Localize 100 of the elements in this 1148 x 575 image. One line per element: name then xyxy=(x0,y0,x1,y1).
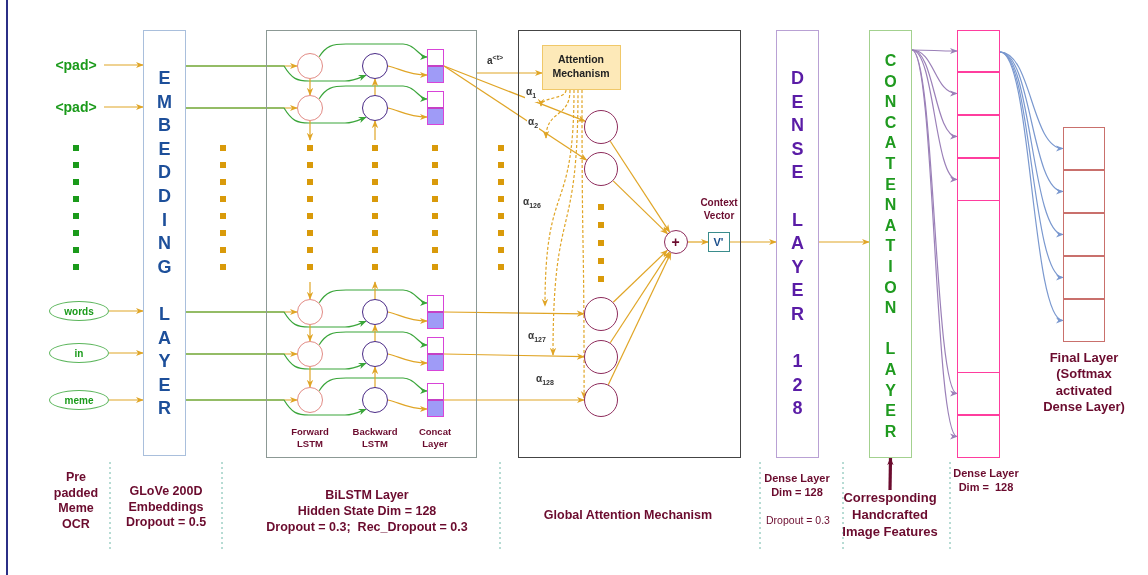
arrow xyxy=(306,324,314,342)
neuron-cell xyxy=(956,71,1000,115)
group-box xyxy=(266,30,477,458)
arrow xyxy=(306,78,314,96)
layer-column xyxy=(957,30,1000,458)
neuron-circle xyxy=(583,151,618,186)
layer-box xyxy=(143,30,186,456)
arrow xyxy=(818,238,870,246)
caption-text: GLoVe 200D Embeddings Dropout = 0.5 xyxy=(124,484,208,531)
arrow xyxy=(612,249,668,303)
arrow xyxy=(185,399,367,416)
arrow xyxy=(612,180,668,235)
neuron-circle xyxy=(583,339,618,374)
concat-cell xyxy=(426,382,444,417)
arrow xyxy=(549,89,579,356)
neuron-cell xyxy=(1062,169,1105,213)
group-box xyxy=(518,30,741,458)
lstm-cell-circle xyxy=(361,386,388,413)
arrow xyxy=(443,65,588,161)
arrow xyxy=(318,85,428,102)
arrow xyxy=(185,353,367,370)
caption-text: Dense Layer Dim = 128 xyxy=(763,472,831,500)
caption-text: Dense Layer Dim = 128 xyxy=(952,467,1020,495)
arrow xyxy=(306,281,314,300)
concat-cell xyxy=(426,294,444,329)
arrow xyxy=(539,89,567,107)
arrow xyxy=(443,310,585,317)
arrow xyxy=(371,120,379,141)
arrow xyxy=(371,281,379,300)
lstm-cell-circle xyxy=(361,340,388,367)
column-label: Forward LSTM xyxy=(290,426,330,450)
arrow xyxy=(387,65,428,78)
arrow xyxy=(103,103,144,111)
feature-text: Corresponding Handcrafted Image Features xyxy=(834,490,946,542)
column-label: Backward LSTM xyxy=(351,426,399,450)
arrow xyxy=(371,78,379,96)
edge-label: α$_{1}$ xyxy=(525,86,538,102)
token-text: <pad> xyxy=(48,56,104,74)
lstm-cell-circle xyxy=(361,94,388,121)
token-ellipse: words xyxy=(49,301,109,321)
arrow xyxy=(443,65,586,122)
node-caption: Final Layer (Softmax activated Dense Layer) xyxy=(1042,350,1126,415)
neuron-cell xyxy=(1062,212,1105,256)
lstm-cell-circle xyxy=(296,298,323,325)
arrow xyxy=(103,61,144,69)
arrow xyxy=(387,399,428,412)
arrow xyxy=(687,238,709,246)
arrow xyxy=(541,89,575,307)
arrow xyxy=(185,311,367,328)
arrow xyxy=(543,89,571,139)
vector-box: V' xyxy=(707,231,730,252)
arrow xyxy=(609,251,671,344)
arrow xyxy=(609,140,671,233)
token-ellipse: meme xyxy=(49,390,109,410)
arrow xyxy=(387,311,428,324)
neuron-circle xyxy=(583,382,618,417)
caption-text: Pre padded Meme OCR xyxy=(52,470,100,533)
arrow xyxy=(911,49,958,181)
layer-column xyxy=(1063,127,1105,342)
arrow xyxy=(318,289,428,306)
arrow xyxy=(318,331,428,348)
concat-cell xyxy=(426,336,444,371)
neuron-cell xyxy=(956,114,1000,158)
arrow xyxy=(999,51,1064,279)
neuron-cell xyxy=(956,371,1000,415)
arrow xyxy=(911,47,958,55)
lstm-cell-circle xyxy=(361,52,388,79)
caption-text: BiLSTM Layer xyxy=(324,488,410,504)
arrow xyxy=(108,349,144,357)
arrow xyxy=(387,353,428,366)
arrow xyxy=(306,366,314,388)
layer-box xyxy=(869,30,912,458)
arrow xyxy=(318,377,428,394)
arrow xyxy=(185,65,367,82)
caption-text: Dropout = 0.3; Rec_Dropout = 0.3 xyxy=(265,520,469,536)
caption-text: Global Attention Mechanism xyxy=(542,508,714,524)
arrow xyxy=(318,43,428,60)
layer-label: CONCATENATION LAYER xyxy=(883,51,898,442)
column-label: Concat Layer xyxy=(417,426,453,450)
lstm-cell-circle xyxy=(296,52,323,79)
concat-cell xyxy=(426,90,444,125)
token-ellipse: in xyxy=(49,343,109,363)
arrow xyxy=(185,107,367,124)
concat-cell xyxy=(426,48,444,83)
lstm-cell-circle xyxy=(296,94,323,121)
lstm-cell-circle xyxy=(296,340,323,367)
caption-text: Hidden State Dim = 128 xyxy=(296,504,438,520)
arrow xyxy=(443,353,585,360)
arrow xyxy=(443,396,585,404)
lstm-cell-circle xyxy=(361,298,388,325)
layer-label: DENSE LAYER 128 xyxy=(790,67,805,421)
arrow xyxy=(607,252,672,386)
caption-text: Dropout = 0.3 xyxy=(765,514,831,528)
token-text: <pad> xyxy=(48,98,104,116)
arrow xyxy=(887,457,894,491)
arrow xyxy=(729,238,777,246)
arrow xyxy=(476,69,543,77)
arrow xyxy=(371,366,379,388)
layer-box xyxy=(776,30,819,458)
arrow xyxy=(371,324,379,342)
